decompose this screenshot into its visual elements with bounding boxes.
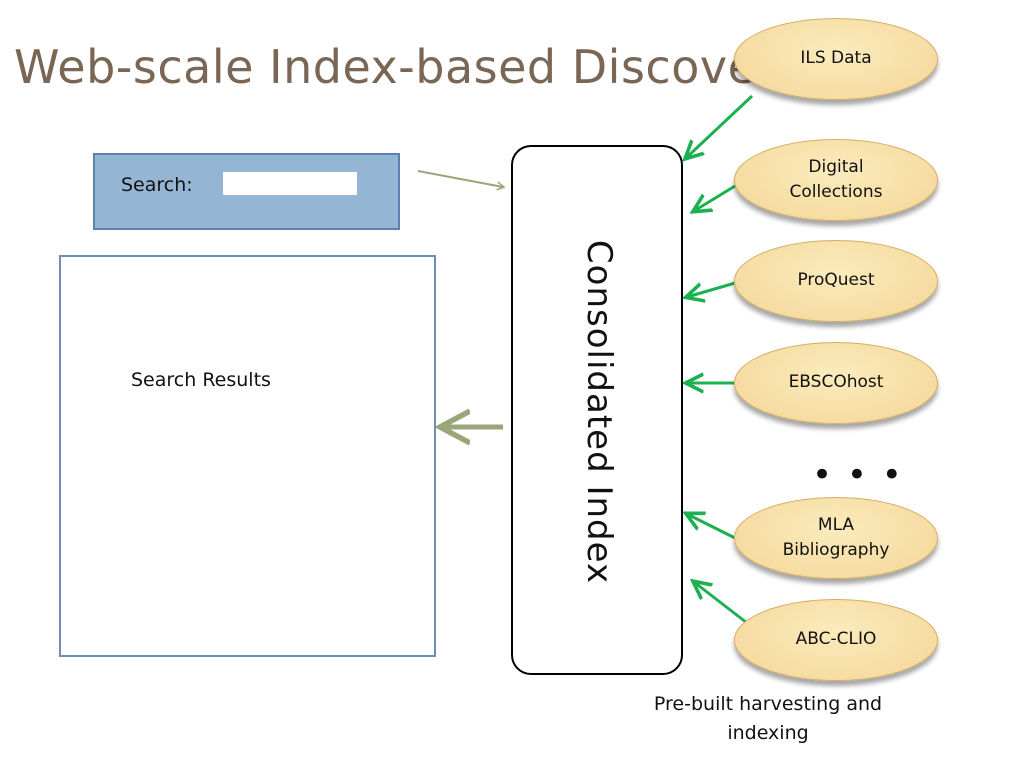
arrow-ils-data — [686, 94, 754, 158]
arrow-digital-collections — [694, 184, 736, 211]
source-label: Digital Collections — [789, 156, 883, 203]
arrow-mla-bibliography — [687, 514, 736, 540]
search-results-panel: Search Results — [59, 255, 436, 657]
source-label: ProQuest — [797, 270, 875, 291]
source-proquest: ProQuest — [734, 240, 938, 322]
harvesting-caption: Pre-built harvesting and indexing — [653, 693, 883, 745]
slide-title: Web-scale Index-based Discovery — [14, 40, 804, 94]
source-abc-clio: ABC-CLIO — [734, 599, 938, 681]
consolidated-index-box: Consolidated Index — [511, 145, 683, 675]
source-label: EBSCOhost — [788, 372, 884, 393]
search-results-label: Search Results — [131, 369, 271, 391]
more-sources-indicator: • • • — [812, 455, 904, 495]
search-input[interactable] — [223, 172, 357, 195]
source-label: ILS Data — [800, 48, 872, 69]
source-digital-collections: Digital Collections — [734, 139, 938, 221]
source-mla-bibliography: MLA Bibliography — [734, 497, 938, 579]
search-panel: Search: — [93, 153, 400, 230]
arrow-proquest — [687, 281, 736, 297]
query-arrow — [417, 170, 503, 187]
source-label: ABC-CLIO — [795, 629, 877, 650]
consolidated-index-label: Consolidated Index — [579, 239, 619, 585]
source-label: MLA Bibliography — [782, 514, 890, 561]
source-ebscohost: EBSCOhost — [734, 342, 938, 424]
search-label: Search: — [121, 174, 193, 196]
source-ils-data: ILS Data — [734, 18, 938, 100]
